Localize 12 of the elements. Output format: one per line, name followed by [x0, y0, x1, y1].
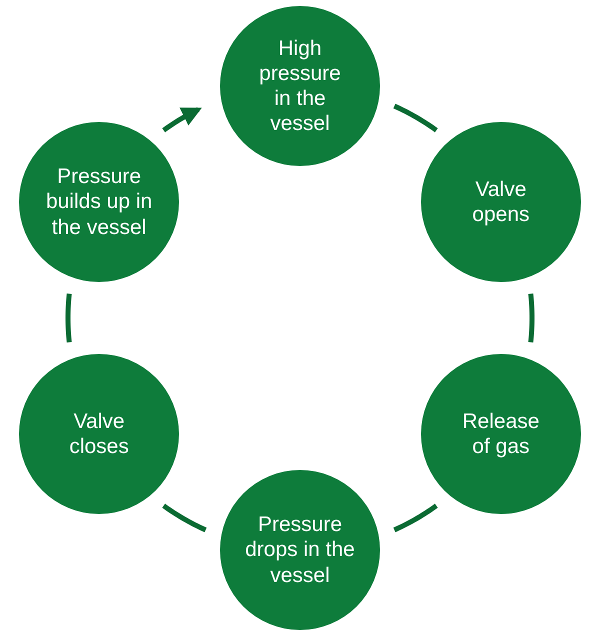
- connector-arc: [66, 294, 72, 342]
- connector-arc: [393, 504, 438, 532]
- connector-arc: [393, 104, 438, 132]
- step-label: Pressure drops in the vessel: [244, 512, 356, 588]
- step-label: High pressure in the vessel: [258, 36, 342, 136]
- arrow: [162, 107, 202, 132]
- step-label: Release of gas: [461, 408, 540, 460]
- step-label: Valve opens: [471, 176, 531, 228]
- step-label: Pressure builds up in the vessel: [44, 164, 154, 240]
- connector-arc: [528, 294, 534, 342]
- step-label: Valve closes: [68, 408, 130, 460]
- connector-arc: [162, 504, 207, 532]
